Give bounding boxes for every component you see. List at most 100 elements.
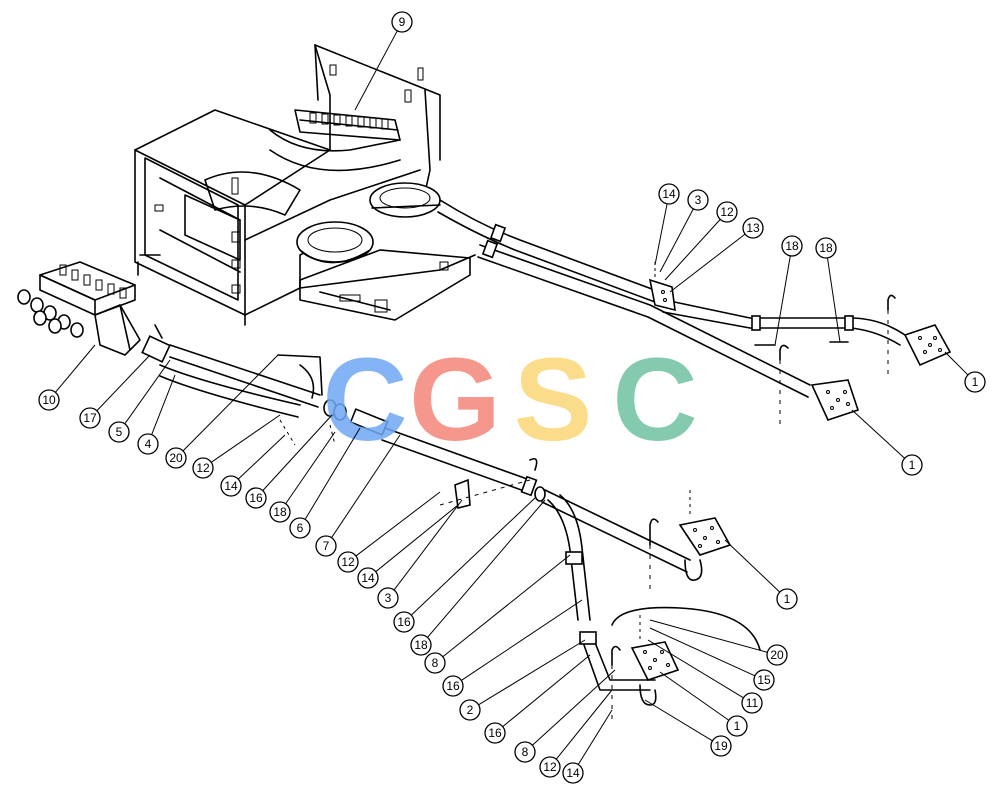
callout-circle <box>108 421 130 443</box>
callout-circle <box>514 741 536 763</box>
callout-circle <box>137 433 159 455</box>
callout-leader-line <box>724 539 781 593</box>
callout-8: 8 <box>514 741 536 763</box>
callout-label: 12 <box>196 461 210 475</box>
callout-circle <box>377 587 399 609</box>
callout-leader-line <box>664 219 721 281</box>
watermark-letter: C <box>322 334 407 466</box>
callout-20: 20 <box>165 447 187 469</box>
callout-2: 2 <box>459 699 481 721</box>
callout-label: 11 <box>746 696 759 710</box>
callout-circle <box>459 699 481 721</box>
callout-label: 14 <box>224 479 238 493</box>
callout-3: 3 <box>687 189 709 211</box>
callout-circle <box>964 371 986 393</box>
callout-leader-line <box>644 699 713 742</box>
callout-1: 1 <box>901 454 923 476</box>
callout-label: 7 <box>323 539 330 553</box>
callout-leader-line <box>55 344 96 393</box>
callout-label: 6 <box>297 521 304 535</box>
callout-16: 16 <box>442 675 464 697</box>
callout-4: 4 <box>137 433 159 455</box>
callout-leader-line <box>659 208 694 273</box>
callout-leader-line <box>262 414 333 491</box>
callout-label: 16 <box>249 491 263 505</box>
callout-8: 8 <box>424 652 446 674</box>
callout-15: 15 <box>753 669 775 691</box>
callout-circle <box>391 11 413 33</box>
callout-circle <box>753 669 775 691</box>
callout-label: 1 <box>784 592 791 606</box>
callout-label: 3 <box>695 193 702 207</box>
callout-6: 6 <box>289 517 311 539</box>
callout-label: 13 <box>746 221 760 235</box>
callout-9: 9 <box>391 11 413 33</box>
callout-label: 12 <box>720 205 734 219</box>
callout-label: 17 <box>83 411 97 425</box>
callout-circle <box>716 201 738 223</box>
callout-leader-line <box>774 255 791 346</box>
callout-leader-line <box>410 497 536 616</box>
callout-leader-line <box>654 203 668 266</box>
callout-leader-line <box>393 499 463 591</box>
callout-leader-line <box>285 431 336 505</box>
callout-leader-line <box>944 351 969 376</box>
callout-circle <box>766 644 788 666</box>
callout-circle <box>562 762 584 784</box>
callout-circle <box>337 551 359 573</box>
callout-leader-line <box>355 491 441 557</box>
callout-label: 15 <box>757 673 771 687</box>
callout-leader-line <box>442 554 571 658</box>
callout-leader-line <box>851 409 905 459</box>
callout-leader-line <box>555 689 613 760</box>
callout-14: 14 <box>220 475 242 497</box>
callout-circle <box>539 756 561 778</box>
callout-leader-line <box>478 639 586 706</box>
callout-leader-line <box>375 504 459 573</box>
callout-1: 1 <box>964 371 986 393</box>
callout-label: 18 <box>273 505 287 519</box>
callout-12: 12 <box>539 756 561 778</box>
callout-12: 12 <box>337 551 359 573</box>
callout-circle <box>357 567 379 589</box>
watermark-letter: C <box>612 334 697 466</box>
callout-circle <box>484 722 506 744</box>
callout-label: 18 <box>414 638 428 652</box>
callout-circle <box>79 407 101 429</box>
callout-10: 10 <box>38 389 60 411</box>
callout-5: 5 <box>108 421 130 443</box>
callout-label: 8 <box>522 745 529 759</box>
callout-label: 1 <box>909 458 916 472</box>
callout-circle <box>192 457 214 479</box>
callout-leader-line <box>669 233 746 293</box>
callout-label: 4 <box>145 437 152 451</box>
callout-circle <box>393 611 415 633</box>
callout-leader-line <box>237 434 286 480</box>
callout-leader-line <box>461 599 583 681</box>
upper-hose-assembly <box>437 199 952 425</box>
callout-label: 12 <box>543 760 557 774</box>
callout-leader-line <box>577 709 613 765</box>
callout-leader-line <box>659 671 730 721</box>
callout-circle <box>815 237 837 259</box>
lower-hose-assembly <box>17 261 761 720</box>
callout-leader-line <box>210 414 281 463</box>
callout-1: 1 <box>776 588 798 610</box>
callout-20: 20 <box>766 644 788 666</box>
callout-12: 12 <box>192 457 214 479</box>
callout-circle <box>710 735 732 757</box>
callout-label: 16 <box>446 679 460 693</box>
callout-circle <box>741 692 763 714</box>
callout-17: 17 <box>79 407 101 429</box>
callout-label: 14 <box>361 571 375 585</box>
callout-circle <box>776 588 798 610</box>
callout-18: 18 <box>269 501 291 523</box>
callout-label: 19 <box>714 739 728 753</box>
callout-13: 13 <box>742 217 764 239</box>
callout-circle <box>220 475 242 497</box>
callout-19: 19 <box>710 735 732 757</box>
callout-18: 18 <box>410 634 432 656</box>
callout-leader-line <box>124 359 171 425</box>
